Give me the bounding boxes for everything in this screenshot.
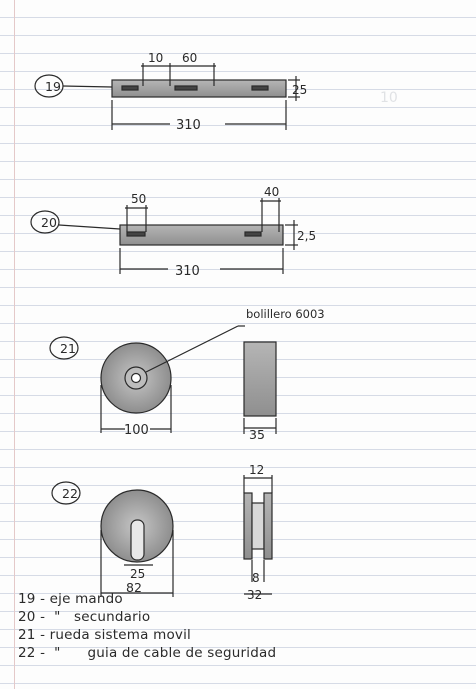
- part-21-circle: [49, 336, 79, 360]
- legend-line: 22 - " guia de cable de seguridad: [18, 645, 277, 661]
- part-22-bore: [130, 519, 145, 561]
- part-21-dim-diameter: 100: [124, 423, 149, 438]
- part-21-dim-thickness: 35: [249, 427, 265, 442]
- part-19-bar: [111, 79, 287, 98]
- part-20-dim-length: 310: [175, 264, 200, 279]
- part-19-slot-left: [121, 85, 139, 91]
- margin-line: [14, 0, 15, 689]
- part-21-drawing: [49, 325, 277, 434]
- part-19-dim-height: 25: [292, 83, 307, 97]
- part-22-flange-right: [263, 492, 273, 560]
- part-21-callout: bolillero 6003: [246, 307, 325, 321]
- part-20-dim-left: 50: [131, 192, 146, 206]
- part-22-dim-groove: 8: [252, 571, 260, 585]
- part-20-slot-left: [126, 231, 146, 237]
- part-19-slot-right: [251, 85, 269, 91]
- part-20-bar: [119, 224, 284, 246]
- part-20-circle: [30, 210, 60, 234]
- part-20-number: 20: [41, 215, 57, 230]
- part-22-dim-diameter: 82: [126, 580, 142, 595]
- part-19-slot-mid: [174, 85, 198, 91]
- part-19-dim-slot-spacing: 60: [182, 51, 197, 65]
- legend-line: 21 - rueda sistema movil: [18, 627, 192, 643]
- part-21-side-view: [243, 341, 277, 417]
- part-19-dim-length: 310: [176, 118, 201, 133]
- part-22-number: 22: [62, 486, 78, 501]
- part-21-number: 21: [60, 341, 76, 356]
- part-20-drawing: [30, 198, 298, 274]
- part-20-slot-right: [244, 231, 262, 237]
- bleed-through-marks: 10: [380, 90, 398, 106]
- part-22-dim-width: 32: [247, 588, 262, 602]
- part-20-dim-height: 2,5: [297, 229, 316, 243]
- parts-legend: 19 - eje mando 20 - " secundario 21 - ru…: [18, 590, 438, 662]
- part-22-dim-inner: 25: [130, 567, 145, 581]
- part-19-dim-slot-width: 10: [148, 51, 163, 65]
- legend-line: 19 - eje mando: [18, 591, 123, 607]
- part-22-drawing: [51, 475, 273, 597]
- part-22-flange-left: [243, 492, 253, 560]
- part-19-drawing: [34, 63, 300, 130]
- part-20-dim-right: 40: [264, 185, 279, 199]
- part-19-number: 19: [45, 79, 61, 94]
- part-22-circle: [51, 481, 81, 505]
- part-22-dim-top: 12: [249, 463, 264, 477]
- part-22-groove: [251, 502, 265, 550]
- legend-line: 20 - " secundario: [18, 609, 151, 625]
